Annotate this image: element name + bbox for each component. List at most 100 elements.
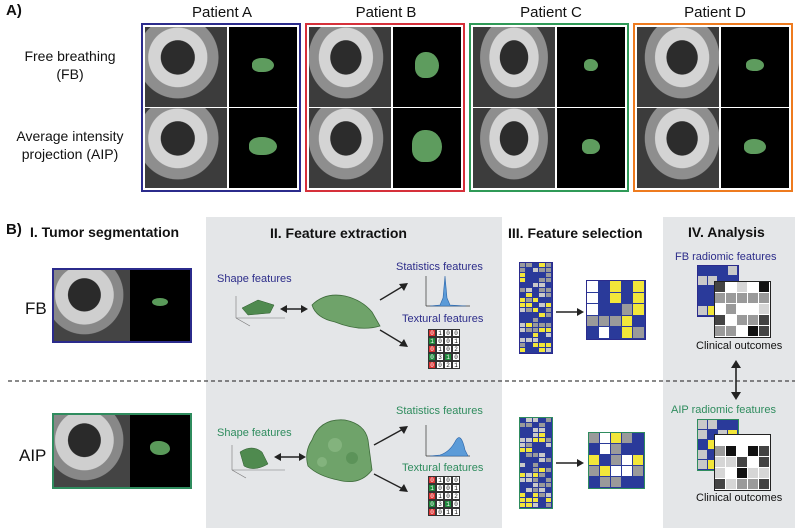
matrix-cell [715, 304, 725, 314]
aip-segmentation-image [52, 413, 192, 489]
matrix-cell [526, 308, 532, 312]
matrix-cell [545, 303, 551, 307]
matrix-cell [526, 298, 532, 302]
matrix-cell [539, 478, 545, 482]
matrix-cell [526, 423, 532, 427]
step-tumor-segmentation: I. Tumor segmentation [30, 224, 180, 240]
aip-label: AIP [19, 446, 47, 465]
matrix-cell [708, 420, 717, 429]
matrix-cell [748, 468, 758, 478]
patient-b-box [305, 23, 465, 192]
matrix-cell [726, 293, 736, 303]
matrix-cell [539, 428, 545, 432]
matrix-cell [526, 313, 532, 317]
patient-a-fb-ct-slice [145, 27, 227, 107]
matrix-cell [526, 268, 532, 272]
matrix-cell [759, 326, 769, 336]
matrix-cell [715, 435, 725, 445]
matrix-cell [621, 304, 632, 315]
glcm-cell: 0 [444, 484, 452, 492]
matrix-cell [520, 483, 526, 487]
matrix-cell [526, 493, 532, 497]
matrix-cell [520, 478, 526, 482]
matrix-cell [545, 498, 551, 502]
matrix-cell [715, 446, 725, 456]
matrix-cell [545, 443, 551, 447]
matrix-cell [539, 498, 545, 502]
step-feature-extraction: II. Feature extraction [270, 225, 407, 241]
matrix-cell [545, 488, 551, 492]
glcm-cell: 0 [452, 353, 460, 361]
step-analysis: IV. Analysis [688, 224, 765, 240]
matrix-cell [545, 278, 551, 282]
aip-row-label-line1: Average intensity [16, 128, 124, 144]
matrix-cell [526, 318, 532, 322]
matrix-cell [726, 304, 736, 314]
matrix-cell [520, 283, 526, 287]
fb-segmentation-image [52, 268, 192, 343]
patient-d-fb-ct-slice [637, 27, 719, 107]
glcm-cell: 0 [428, 476, 436, 484]
glcm-cell: 1 [436, 476, 444, 484]
matrix-cell [532, 338, 539, 342]
matrix-cell [728, 420, 737, 429]
aip-feature-matrix-tall [519, 417, 553, 509]
panel-a-letter: A) [6, 2, 22, 19]
matrix-cell [526, 338, 532, 342]
matrix-cell [526, 418, 532, 422]
matrix-cell [532, 473, 539, 477]
matrix-cell [737, 446, 747, 456]
aip-ct-slice [54, 415, 130, 487]
patient-c-label: Patient C [520, 4, 582, 21]
glcm-cell: 1 [436, 345, 444, 353]
matrix-cell [526, 433, 532, 437]
matrix-cell [532, 313, 539, 317]
matrix-cell [526, 328, 532, 332]
matrix-cell [526, 293, 532, 297]
patient-b-aip-tumor-mask [393, 108, 461, 188]
matrix-cell [532, 428, 539, 432]
matrix-cell [633, 281, 644, 292]
glcm-cell: 1 [444, 500, 452, 508]
matrix-cell [539, 268, 545, 272]
glcm-cell: 0 [428, 353, 436, 361]
matrix-cell [610, 292, 621, 303]
glcm-cell: 0 [428, 345, 436, 353]
matrix-cell [520, 453, 526, 457]
matrix-cell [526, 428, 532, 432]
matrix-cell [621, 315, 632, 326]
patient-d-fb-tumor-mask [721, 27, 789, 107]
step-feature-selection: III. Feature selection [508, 225, 643, 241]
matrix-cell [698, 306, 707, 315]
matrix-cell [520, 293, 526, 297]
matrix-cell [532, 493, 539, 497]
matrix-cell [600, 455, 610, 465]
matrix-cell [526, 348, 532, 352]
matrix-cell [539, 338, 545, 342]
matrix-cell [520, 273, 526, 277]
aip-feature-matrix-selected [588, 432, 645, 489]
matrix-cell [520, 343, 526, 347]
matrix-cell [587, 281, 598, 292]
patient-b-aip-ct-slice [309, 108, 391, 188]
glcm-cell: 1 [452, 508, 460, 516]
matrix-cell [598, 327, 609, 338]
matrix-cell [622, 477, 632, 487]
matrix-cell [539, 468, 545, 472]
fb-row-label-line2: (FB) [56, 66, 84, 82]
matrix-cell [545, 463, 551, 467]
matrix-cell [520, 473, 526, 477]
matrix-cell [545, 328, 551, 332]
matrix-cell [532, 488, 539, 492]
fb-feature-matrix-selected [586, 280, 646, 340]
matrix-cell [737, 435, 747, 445]
glcm-cell: 2 [452, 492, 460, 500]
matrix-cell [633, 444, 643, 454]
glcm-cell: 0 [428, 508, 436, 516]
matrix-cell [532, 458, 539, 462]
matrix-cell [520, 443, 526, 447]
matrix-cell [532, 498, 539, 502]
matrix-cell [698, 460, 707, 469]
fb-clinical-outcomes-label: Clinical outcomes [696, 340, 783, 352]
matrix-cell [545, 338, 551, 342]
